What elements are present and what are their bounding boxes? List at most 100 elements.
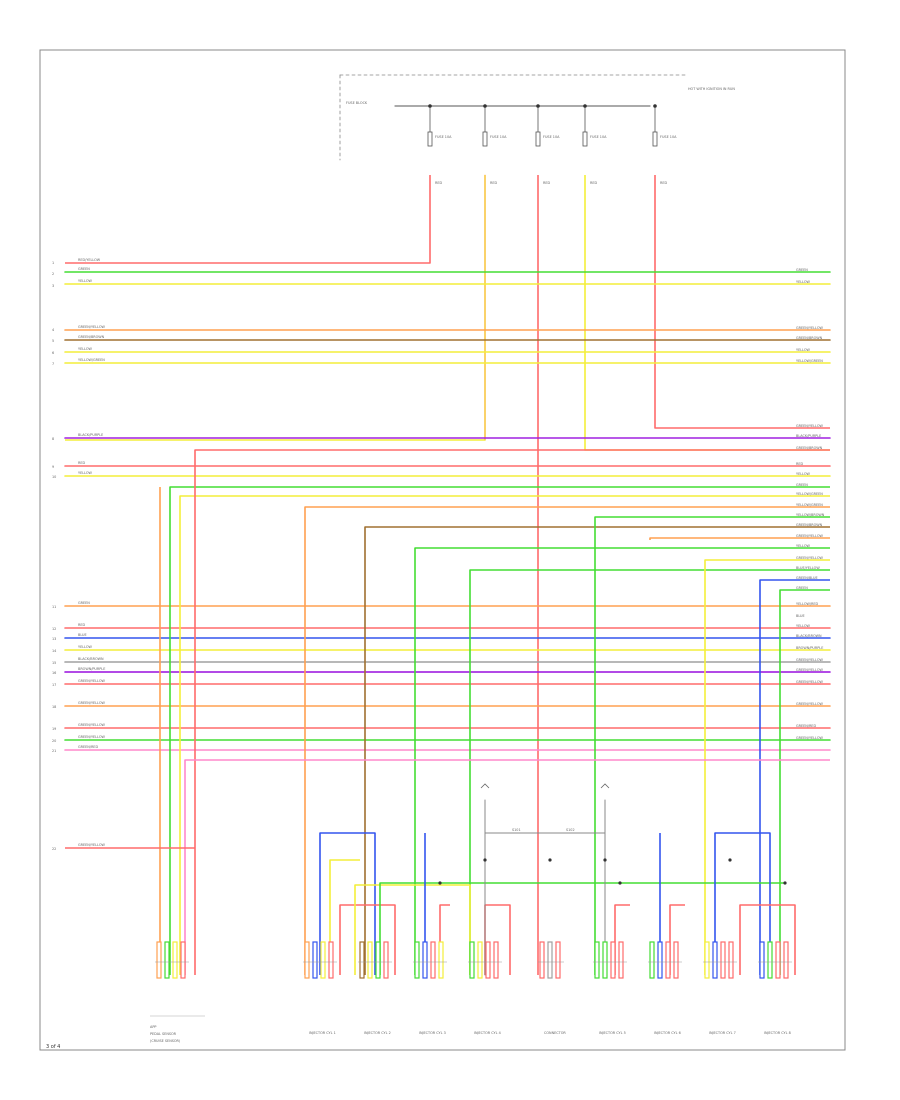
splice-dot bbox=[483, 104, 487, 108]
splice-dot bbox=[653, 104, 657, 108]
right-wire-label: YELLOW/GREEN bbox=[796, 492, 823, 496]
injector-label: INJECTOR CYL 6 bbox=[654, 1031, 681, 1035]
splice-dot bbox=[428, 104, 432, 108]
connector-pin bbox=[469, 941, 475, 979]
connector-pin bbox=[704, 941, 710, 979]
left-pin-number: 14 bbox=[52, 649, 56, 653]
diagram-border bbox=[39, 49, 846, 1051]
right-wire-label: YELLOW bbox=[796, 624, 811, 628]
left-pin-number: 10 bbox=[52, 475, 56, 479]
left-wire-label: RED bbox=[78, 461, 85, 465]
fuse-label: FUSE 10A bbox=[435, 135, 452, 139]
connector-pin bbox=[602, 941, 608, 979]
power-top-right-label: HOT WITH IGNITION IN RUN bbox=[688, 87, 735, 91]
left-wire-label: YELLOW/GREEN bbox=[78, 358, 105, 362]
branch-inj8-green bbox=[779, 589, 830, 975]
left-wire-label: GREEN/YELLOW bbox=[78, 843, 105, 847]
connector-pin bbox=[657, 941, 663, 979]
left-pin-number: 20 bbox=[52, 739, 56, 743]
left-pin-number: 15 bbox=[52, 661, 56, 665]
connector-pin bbox=[594, 941, 600, 979]
connector-pin bbox=[172, 941, 178, 979]
right-wire-label: YELLOW bbox=[796, 472, 811, 476]
left-pin-number: 3 bbox=[52, 284, 54, 288]
connector-pin bbox=[547, 941, 553, 979]
connector-pin bbox=[720, 941, 726, 979]
fuse-wire-label: RED bbox=[660, 181, 667, 185]
splice-label: S102 bbox=[566, 828, 575, 832]
connector-pin bbox=[485, 941, 491, 979]
left-wire-label: BLACK/BROWN bbox=[78, 657, 104, 661]
connector-pin bbox=[775, 941, 781, 979]
right-wire-label: GREEN/YELLOW bbox=[796, 326, 823, 330]
branch-green-app bbox=[169, 486, 830, 975]
left-wire-label: RED/YELLOW bbox=[78, 258, 101, 262]
connector-pin bbox=[555, 941, 561, 979]
connector-pin bbox=[414, 941, 420, 979]
fuse-icon bbox=[535, 131, 541, 147]
right-wire-label: YELLOW/GREEN bbox=[796, 503, 823, 507]
right-wire-label: GREEN/BROWN bbox=[796, 446, 823, 450]
right-wire-label: GREEN/YELLOW bbox=[796, 534, 823, 538]
connector-pin bbox=[665, 941, 671, 979]
left-pin-number: 16 bbox=[52, 671, 56, 675]
left-wire-label: YELLOW bbox=[78, 645, 93, 649]
connector-pin bbox=[359, 941, 365, 979]
connector-pin bbox=[673, 941, 679, 979]
splice-dot bbox=[783, 881, 787, 885]
right-wire-label: GREEN bbox=[796, 586, 808, 590]
branch-orange-short bbox=[649, 537, 830, 540]
right-wire-label: BROWN/PURPLE bbox=[796, 646, 823, 650]
injector-label: INJECTOR CYL 1 bbox=[309, 1031, 336, 1035]
connector-pin bbox=[328, 941, 334, 979]
branch-inj1-orange bbox=[304, 506, 830, 975]
right-wire-label: YELLOW bbox=[796, 348, 811, 352]
power-supply: HOT WITH IGNITION IN RUN FUSE BLOCK bbox=[346, 87, 735, 105]
injector-label: INJECTOR CYL 3 bbox=[419, 1031, 446, 1035]
connector-pin bbox=[156, 941, 162, 979]
right-wire-label: GREEN/BLUE bbox=[796, 576, 818, 580]
left-wire-labels: RED/YELLOWGREENYELLOWGREEN/YELLOWGREEN/B… bbox=[78, 258, 105, 847]
connector-pin bbox=[649, 941, 655, 979]
left-pin-number: 4 bbox=[52, 328, 54, 332]
left-pin-number: 19 bbox=[52, 727, 56, 731]
fuse-icon bbox=[652, 131, 658, 147]
right-wire-label: GREEN/YELLOW bbox=[796, 702, 823, 706]
right-wire-label: GREEN bbox=[796, 268, 808, 272]
right-wire-label: GREEN/YELLOW bbox=[796, 424, 823, 428]
left-wire-label: BLACK/PURPLE bbox=[78, 433, 103, 437]
right-wire-label: GREEN bbox=[796, 483, 808, 487]
branch-inj7-yellow bbox=[704, 559, 830, 975]
connector-pin bbox=[759, 941, 765, 979]
left-wire-label: RED bbox=[78, 623, 85, 627]
injector-label: CONNECTOR bbox=[544, 1031, 566, 1035]
right-wire-label: GREEN/YELLOW bbox=[796, 680, 823, 684]
wire-fuse5-red bbox=[654, 175, 830, 429]
left-pin-number: 22 bbox=[52, 847, 56, 851]
page-number: 3 of 4 bbox=[46, 1044, 60, 1050]
left-pin-number: 17 bbox=[52, 683, 56, 687]
connector-pin bbox=[383, 941, 389, 979]
fuse-icon bbox=[427, 131, 433, 147]
connector-pin bbox=[375, 941, 381, 979]
right-wire-label: GREEN/BROWN bbox=[796, 336, 823, 340]
connector-pin bbox=[493, 941, 499, 979]
splice-dot bbox=[728, 858, 732, 862]
right-wire-label: YELLOW/GREEN bbox=[796, 359, 823, 363]
right-wire-label: GREEN/YELLOW bbox=[796, 556, 823, 560]
connector-pin bbox=[312, 941, 318, 979]
right-wire-label: GREEN/BROWN bbox=[796, 523, 823, 527]
left-wire-label: YELLOW bbox=[78, 471, 93, 475]
left-pin-number: 8 bbox=[52, 437, 54, 441]
left-wire-label: GREEN/YELLOW bbox=[78, 679, 105, 683]
inj1-yellow bbox=[329, 859, 360, 975]
splice-dot bbox=[438, 881, 442, 885]
left-pin-number: 7 bbox=[52, 362, 54, 366]
fuse-label: FUSE 10A bbox=[660, 135, 677, 139]
fuse-label: FUSE 10A bbox=[543, 135, 560, 139]
right-wire-label: BLACK/PURPLE bbox=[796, 434, 821, 438]
fuse-label: FUSE 10A bbox=[590, 135, 607, 139]
connector-pin bbox=[320, 941, 326, 979]
